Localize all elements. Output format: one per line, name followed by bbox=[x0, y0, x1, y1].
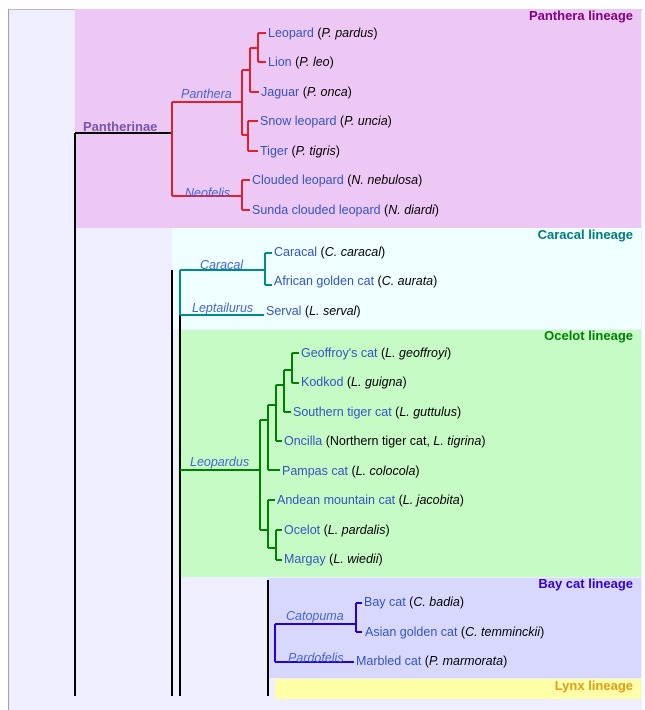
species-link[interactable]: Southern tiger cat bbox=[293, 405, 392, 419]
species-link[interactable]: African golden cat bbox=[274, 274, 375, 288]
ocelot-lineage-box bbox=[178, 330, 641, 577]
species-link[interactable]: Bay cat bbox=[364, 595, 406, 609]
list-item: Snow leopard (P. uncia) bbox=[260, 114, 392, 128]
species-link[interactable]: Kodkod bbox=[301, 375, 344, 389]
list-item: Pampas cat (L. colocola) bbox=[282, 464, 420, 478]
species-link[interactable]: Caracal bbox=[274, 245, 318, 259]
list-item: Clouded leopard (N. nebulosa) bbox=[252, 173, 423, 187]
list-item: Leopard (P. pardus) bbox=[268, 26, 378, 40]
species-link[interactable]: Andean mountain cat bbox=[277, 493, 396, 507]
ocelot-lineage-title: Ocelot lineage bbox=[544, 328, 633, 343]
genus-catopuma[interactable]: Catopuma bbox=[286, 609, 344, 623]
list-item: Kodkod (L. guigna) bbox=[301, 375, 407, 389]
list-item: Caracal (C. caracal) bbox=[274, 245, 386, 259]
list-item: Andean mountain cat (L. jacobita) bbox=[277, 493, 464, 507]
list-item: Oncilla (Northern tiger cat, L. tigrina) bbox=[284, 434, 486, 448]
species-link[interactable]: Oncilla bbox=[284, 434, 323, 448]
list-item: Sunda clouded leopard (N. diardi) bbox=[252, 203, 439, 217]
species-link[interactable]: Lion bbox=[268, 55, 292, 69]
caracal-lineage-box bbox=[172, 228, 641, 329]
genus-pardofelis[interactable]: Pardofelis bbox=[288, 651, 344, 665]
list-item: Geoffroy's cat (L. geoffroyi) bbox=[301, 346, 452, 360]
subfamily-label: Pantherinae bbox=[83, 119, 158, 134]
list-item: Lion (P. leo) bbox=[268, 55, 334, 69]
species-link[interactable]: Sunda clouded leopard bbox=[252, 203, 381, 217]
panthera-lineage-box bbox=[75, 9, 641, 228]
species-link[interactable]: Geoffroy's cat bbox=[301, 346, 378, 360]
genus-leptailurus[interactable]: Leptailurus bbox=[192, 301, 254, 315]
species-link[interactable]: Clouded leopard bbox=[252, 173, 344, 187]
species-link[interactable]: Pampas cat bbox=[282, 464, 349, 478]
species-link[interactable]: Marbled cat bbox=[356, 654, 422, 668]
list-item: Serval (L. serval) bbox=[266, 304, 361, 318]
list-item: Bay cat (C. badia) bbox=[364, 595, 465, 609]
genus-panthera[interactable]: Panthera bbox=[181, 87, 232, 101]
species-link[interactable]: Asian golden cat bbox=[365, 625, 458, 639]
list-item: African golden cat (C. aurata) bbox=[274, 274, 438, 288]
genus-neofelis[interactable]: Neofelis bbox=[185, 186, 231, 200]
list-item: Southern tiger cat (L. guttulus) bbox=[293, 405, 462, 419]
lynx-lineage-box bbox=[275, 679, 641, 699]
lynx-lineage-title: Lynx lineage bbox=[554, 678, 633, 693]
list-item: Margay (L. wiedii) bbox=[284, 552, 383, 566]
list-item: Tiger (P. tigris) bbox=[260, 144, 340, 158]
genus-caracal[interactable]: Caracal bbox=[200, 258, 244, 272]
caracal-lineage-title: Caracal lineage bbox=[537, 227, 633, 242]
panthera-lineage-title: Panthera lineage bbox=[528, 8, 633, 23]
species-link[interactable]: Tiger bbox=[260, 144, 289, 158]
bay-cat-lineage-title: Bay cat lineage bbox=[538, 576, 633, 591]
species-link[interactable]: Ocelot bbox=[284, 523, 321, 537]
list-item: Ocelot (L. pardalis) bbox=[284, 523, 390, 537]
list-item: Jaguar (P. onca) bbox=[261, 85, 352, 99]
species-link[interactable]: Snow leopard bbox=[260, 114, 337, 128]
genus-leopardus[interactable]: Leopardus bbox=[190, 455, 250, 469]
species-link[interactable]: Jaguar bbox=[261, 85, 300, 99]
species-link[interactable]: Leopard bbox=[268, 26, 314, 40]
list-item: Marbled cat (P. marmorata) bbox=[356, 654, 508, 668]
list-item: Asian golden cat (C. temminckii) bbox=[365, 625, 545, 639]
species-link[interactable]: Margay bbox=[284, 552, 326, 566]
species-link[interactable]: Serval bbox=[266, 304, 302, 318]
